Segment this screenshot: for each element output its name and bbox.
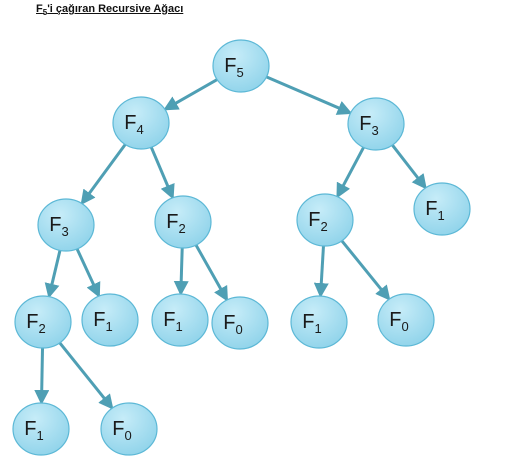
node-ellipse <box>413 182 471 236</box>
edge-n0-n2 <box>265 75 353 115</box>
node-subscript: 1 <box>314 321 321 336</box>
edge-n2-n5 <box>336 146 365 199</box>
tree-node-f1: F1 <box>12 402 70 456</box>
edge-n7-n13 <box>34 347 50 406</box>
title-subscript: 5 <box>42 8 48 18</box>
node-ellipse <box>377 293 435 347</box>
tree-node-f1: F1 <box>413 182 471 236</box>
node-ellipse <box>112 96 170 150</box>
node-subscript: 5 <box>236 65 243 80</box>
edge-n1-n3 <box>80 143 127 206</box>
node-base: F <box>166 211 178 233</box>
title-prefix: F <box>36 3 43 15</box>
node-ellipse <box>347 97 405 151</box>
edge-n4-n9 <box>173 247 189 297</box>
node-ellipse <box>12 402 70 456</box>
node-label: F0 <box>112 418 131 443</box>
edge-n5-n11 <box>313 245 329 299</box>
node-base: F <box>359 113 371 135</box>
tree-node-f1: F1 <box>290 295 348 349</box>
tree-node-f0: F0 <box>100 402 158 456</box>
node-base: F <box>112 418 124 440</box>
edge-n0-n1 <box>163 78 218 111</box>
node-subscript: 1 <box>105 319 112 334</box>
node-label: F5 <box>224 55 243 80</box>
node-ellipse <box>151 293 209 347</box>
node-ellipse <box>154 195 212 249</box>
edges-layer <box>34 75 427 410</box>
node-ellipse <box>290 295 348 349</box>
node-subscript: 1 <box>36 428 43 443</box>
node-label: F1 <box>24 418 43 443</box>
node-label: F1 <box>93 309 112 334</box>
node-base: F <box>389 309 401 331</box>
figure-title: F5'i çağıran Recursive Ağacı <box>36 3 183 17</box>
node-label: F3 <box>359 113 378 138</box>
node-base: F <box>308 209 320 231</box>
title-suffix: 'i çağıran Recursive Ağacı <box>47 3 184 15</box>
node-subscript: 3 <box>61 224 68 239</box>
tree-node-f1: F1 <box>81 293 139 347</box>
edge-n3-n8 <box>75 248 101 298</box>
node-ellipse <box>14 295 72 349</box>
edge-n3-n7 <box>44 250 62 299</box>
node-label: F1 <box>425 198 444 223</box>
node-base: F <box>163 309 175 331</box>
node-subscript: 0 <box>235 322 242 337</box>
tree-node-f2: F2 <box>296 193 354 247</box>
node-subscript: 0 <box>401 319 408 334</box>
node-label: F3 <box>49 214 68 239</box>
edge-n2-n6 <box>391 144 427 190</box>
node-label: F0 <box>389 309 408 334</box>
edge-n4-n10 <box>194 244 228 302</box>
node-ellipse <box>296 193 354 247</box>
node-label: F0 <box>223 312 242 337</box>
node-label: F2 <box>166 211 185 236</box>
node-subscript: 2 <box>320 219 327 234</box>
node-ellipse <box>37 198 95 252</box>
tree-node-f4: F4 <box>112 96 170 150</box>
node-ellipse <box>211 296 269 350</box>
node-subscript: 4 <box>136 122 143 137</box>
node-label: F4 <box>124 112 143 137</box>
node-ellipse <box>81 293 139 347</box>
node-base: F <box>49 214 61 236</box>
node-subscript: 2 <box>38 321 45 336</box>
tree-node-f0: F0 <box>377 293 435 347</box>
node-base: F <box>223 312 235 334</box>
tree-node-f2: F2 <box>154 195 212 249</box>
node-label: F1 <box>302 311 321 336</box>
node-base: F <box>302 311 314 333</box>
edge-n5-n12 <box>340 239 391 301</box>
tree-node-f3: F3 <box>347 97 405 151</box>
tree-node-f3: F3 <box>37 198 95 252</box>
node-subscript: 3 <box>371 123 378 138</box>
node-base: F <box>24 418 36 440</box>
node-subscript: 2 <box>178 221 185 236</box>
node-subscript: 1 <box>175 319 182 334</box>
edge-n1-n4 <box>149 146 175 200</box>
node-ellipse <box>100 402 158 456</box>
node-base: F <box>224 55 236 77</box>
node-base: F <box>26 311 38 333</box>
node-label: F1 <box>163 309 182 334</box>
node-base: F <box>93 309 105 331</box>
node-label: F2 <box>308 209 327 234</box>
tree-node-f2: F2 <box>14 295 72 349</box>
edge-n7-n14 <box>58 341 114 410</box>
node-subscript: 1 <box>437 208 444 223</box>
node-ellipse <box>212 39 270 93</box>
node-subscript: 0 <box>124 428 131 443</box>
node-base: F <box>124 112 136 134</box>
tree-node-f1: F1 <box>151 293 209 347</box>
tree-node-f5: F5 <box>212 39 270 93</box>
node-label: F2 <box>26 311 45 336</box>
node-base: F <box>425 198 437 220</box>
tree-node-f0: F0 <box>211 296 269 350</box>
